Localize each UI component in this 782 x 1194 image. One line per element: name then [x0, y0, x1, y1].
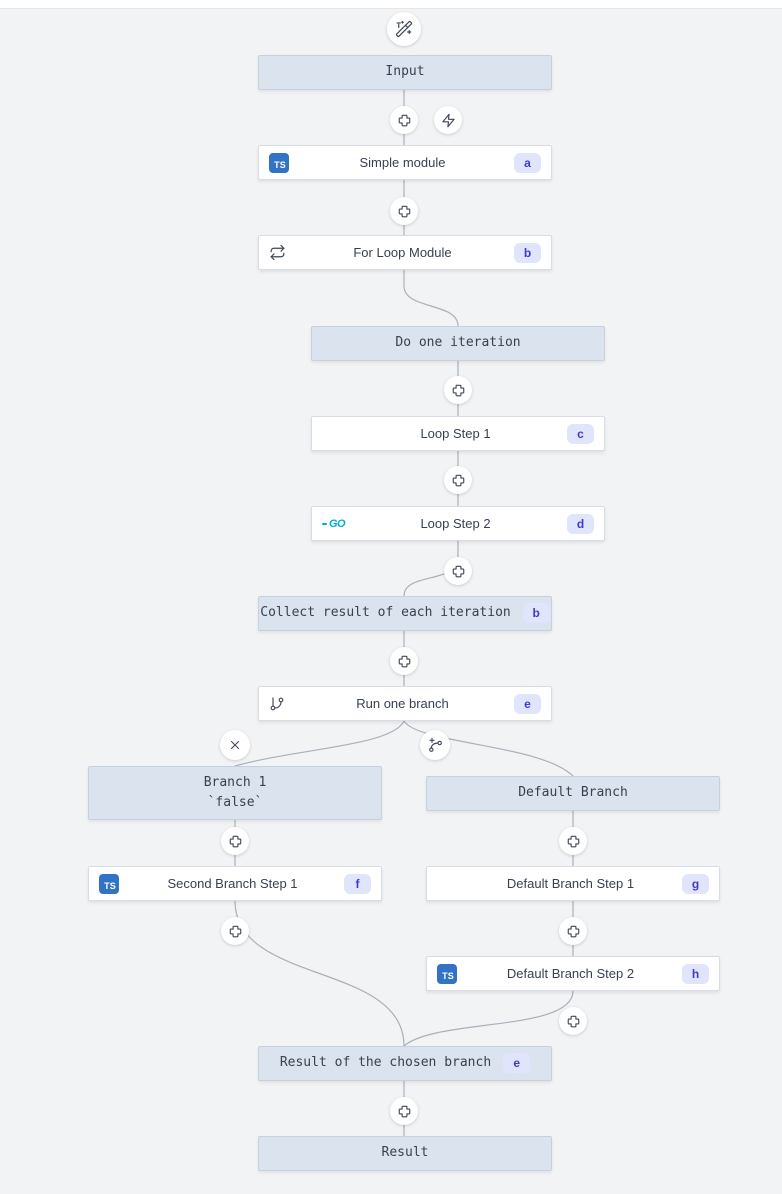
node-default-branch-step-2[interactable]: TS Default Branch Step 2 h	[426, 956, 720, 991]
plus-button[interactable]	[444, 466, 472, 494]
node-labels: Do one iteration	[395, 333, 520, 353]
repeat-icon	[269, 244, 291, 261]
node-labels: Result of the chosen branch e	[279, 1053, 531, 1074]
go-icon-label: GO	[322, 518, 346, 530]
plus-button[interactable]	[221, 827, 249, 855]
node-loop-step-1[interactable]: Loop Step 1 c	[311, 416, 605, 451]
plus-button[interactable]	[390, 1097, 418, 1125]
node-for-loop-module[interactable]: For Loop Module b	[258, 235, 552, 270]
plus-button[interactable]	[444, 376, 472, 404]
node-id-badge: b	[522, 603, 550, 624]
node-id-badge: d	[567, 513, 594, 534]
plus-button[interactable]	[559, 827, 587, 855]
node-result-of-chosen-branch[interactable]: Result of the chosen branch e	[258, 1046, 552, 1081]
node-id-badge: h	[682, 963, 709, 984]
node-labels: Default Branch	[518, 783, 628, 803]
plus-button[interactable]	[444, 557, 472, 585]
node-loop-step-2[interactable]: GO Loop Step 2 d	[311, 506, 605, 541]
node-do-one-iteration[interactable]: Do one iteration	[311, 326, 605, 361]
git-branch-icon	[269, 696, 291, 712]
branch-add-icon	[427, 737, 443, 753]
node-id-badge: b	[514, 242, 541, 263]
typescript-icon-label: TS	[269, 152, 289, 173]
python-icon	[437, 875, 459, 893]
zap-button[interactable]	[434, 106, 462, 134]
node-default-branch[interactable]: Default Branch	[426, 776, 720, 811]
node-id-badge: g	[682, 873, 709, 894]
plus-icon	[397, 204, 412, 219]
node-label: Loop Step 2	[420, 516, 491, 531]
node-run-one-branch[interactable]: Run one branch e	[258, 686, 552, 721]
plus-icon	[451, 564, 466, 579]
plus-button[interactable]	[559, 1007, 587, 1035]
node-result[interactable]: Result	[258, 1136, 552, 1171]
node-collect-result[interactable]: Collect result of each iteration b	[258, 596, 552, 631]
node-simple-module[interactable]: TS Simple module a	[258, 145, 552, 180]
typescript-icon-label: TS	[437, 963, 457, 984]
node-label: Loop Step 1	[420, 426, 491, 441]
node-label: Input	[385, 64, 425, 80]
x-icon	[228, 738, 242, 752]
python-icon	[322, 425, 344, 443]
plus-icon	[451, 473, 466, 488]
node-branch-1[interactable]: Branch 1 `false`	[88, 766, 382, 820]
node-label: Result	[381, 1145, 429, 1161]
node-label: Branch 1	[203, 774, 267, 790]
plus-icon	[228, 924, 243, 939]
typescript-icon: TS	[269, 152, 291, 173]
x-button[interactable]	[220, 730, 250, 760]
node-label: Second Branch Step 1	[167, 876, 298, 891]
plus-icon	[451, 383, 466, 398]
zap-icon	[441, 113, 456, 128]
plus-button[interactable]	[390, 647, 418, 675]
plus-button[interactable]	[390, 197, 418, 225]
plus-button[interactable]	[390, 106, 418, 134]
node-id-badge: c	[567, 423, 594, 444]
wand-sparkles-icon	[395, 20, 413, 38]
plus-icon	[228, 834, 243, 849]
node-second-branch-step-1[interactable]: TS Second Branch Step 1 f	[88, 866, 382, 901]
node-labels: Branch 1 `false`	[204, 773, 267, 813]
node-sublabel: `false`	[207, 795, 263, 810]
wand-sparkles-button[interactable]	[387, 12, 421, 46]
top-bar	[0, 0, 782, 9]
node-default-branch-step-1[interactable]: Default Branch Step 1 g	[426, 866, 720, 901]
node-label: For Loop Module	[353, 245, 452, 260]
node-id-badge: e	[514, 693, 541, 714]
plus-icon	[397, 113, 412, 128]
node-labels: Input	[385, 62, 424, 82]
typescript-icon-label: TS	[99, 873, 119, 894]
go-icon: GO	[322, 518, 346, 530]
node-label: Result of the chosen branch	[279, 1055, 492, 1071]
node-id-badge: f	[344, 873, 371, 894]
plus-icon	[397, 1104, 412, 1119]
typescript-icon: TS	[99, 873, 121, 894]
plus-button[interactable]	[221, 917, 249, 945]
node-id-badge: a	[514, 152, 541, 173]
node-id-badge: e	[503, 1053, 531, 1074]
plus-icon	[397, 654, 412, 669]
plus-icon	[566, 924, 581, 939]
node-label: Default Branch	[518, 785, 628, 801]
node-label: Collect result of each iteration	[260, 605, 511, 621]
branch-add-button[interactable]	[420, 730, 450, 760]
typescript-icon: TS	[437, 963, 459, 984]
node-input[interactable]: Input	[258, 55, 552, 90]
node-label: Do one iteration	[395, 335, 521, 351]
node-labels: Collect result of each iteration b	[260, 603, 550, 624]
plus-icon	[566, 834, 581, 849]
node-label: Simple module	[359, 155, 446, 170]
node-label: Run one branch	[356, 696, 449, 711]
plus-icon	[566, 1014, 581, 1029]
node-labels: Result	[382, 1143, 429, 1163]
node-label: Default Branch Step 1	[506, 876, 635, 891]
node-label: Default Branch Step 2	[506, 966, 635, 981]
plus-button[interactable]	[559, 917, 587, 945]
